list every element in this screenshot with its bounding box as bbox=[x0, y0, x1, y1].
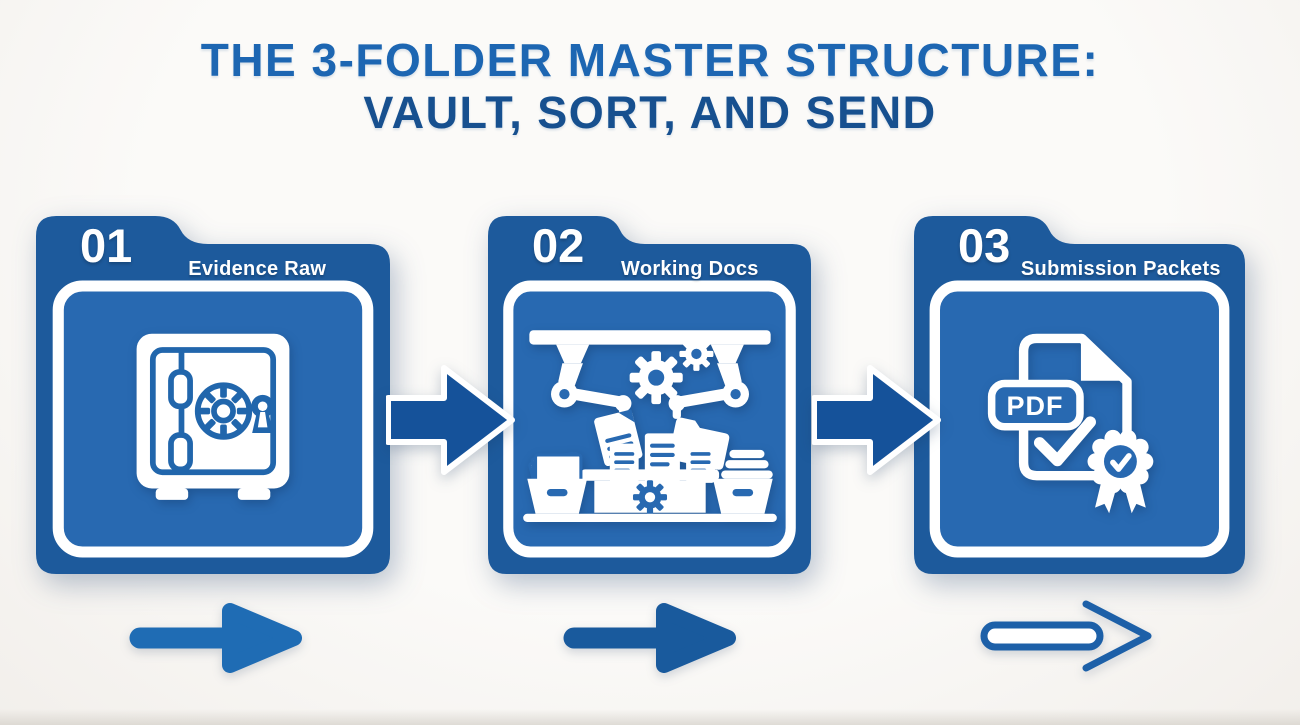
certified-rosette-icon bbox=[1087, 429, 1153, 514]
step-arrow-1-icon bbox=[126, 600, 316, 681]
folder-card-evidence-raw: 01 Evidence Raw bbox=[36, 216, 390, 574]
desk-gear-icon bbox=[632, 480, 667, 515]
flow-arrow-2-icon bbox=[811, 361, 944, 479]
page-fold-corner bbox=[1080, 336, 1127, 381]
folder-label: Submission Packets bbox=[1020, 258, 1221, 280]
bottom-edge-strip bbox=[0, 709, 1300, 725]
desk-top bbox=[580, 469, 719, 481]
pdf-badge-label: PDF bbox=[1006, 391, 1064, 421]
folder-number: 02 bbox=[532, 219, 585, 272]
pdf-certified-document-icon bbox=[987, 333, 1153, 514]
machine-beam bbox=[528, 330, 771, 345]
folder-label: Working Docs bbox=[621, 258, 759, 280]
folder-icon-area: PDF bbox=[938, 296, 1221, 550]
gear-small-icon bbox=[678, 336, 713, 371]
folder-icon-area bbox=[60, 296, 366, 550]
folder-number: 03 bbox=[958, 219, 1011, 272]
title-line-2: VAULT, SORT, AND SEND bbox=[363, 87, 937, 139]
folder-card-working-docs: 02 Working Docs bbox=[488, 216, 811, 574]
folder-icon-area bbox=[512, 296, 787, 550]
gear-large-icon bbox=[629, 351, 683, 405]
folder-number: 01 bbox=[80, 219, 133, 272]
flow-arrow-1-icon bbox=[385, 361, 518, 479]
folder-label: Evidence Raw bbox=[188, 258, 327, 280]
page-title: THE 3-FOLDER MASTER STRUCTURE: VAULT, SO… bbox=[0, 34, 1300, 140]
bin-papers-left bbox=[527, 451, 582, 488]
step-arrow-2-icon bbox=[560, 600, 750, 681]
folder-card-submission-packets: 03 Submission Packets bbox=[914, 216, 1245, 574]
dial-icon bbox=[198, 385, 249, 436]
step-arrow-3-icon bbox=[976, 594, 1176, 683]
machine-base bbox=[522, 513, 777, 522]
checkmark-icon bbox=[1033, 416, 1096, 467]
vault-safe-icon bbox=[136, 333, 290, 500]
bin-papers-right bbox=[720, 449, 773, 479]
pdf-badge bbox=[987, 379, 1084, 431]
robot-arm-left-icon bbox=[550, 344, 631, 419]
title-line-1: THE 3-FOLDER MASTER STRUCTURE: bbox=[200, 34, 1100, 86]
sorting-machine-icon bbox=[522, 330, 777, 522]
keyhole-icon bbox=[251, 394, 275, 433]
